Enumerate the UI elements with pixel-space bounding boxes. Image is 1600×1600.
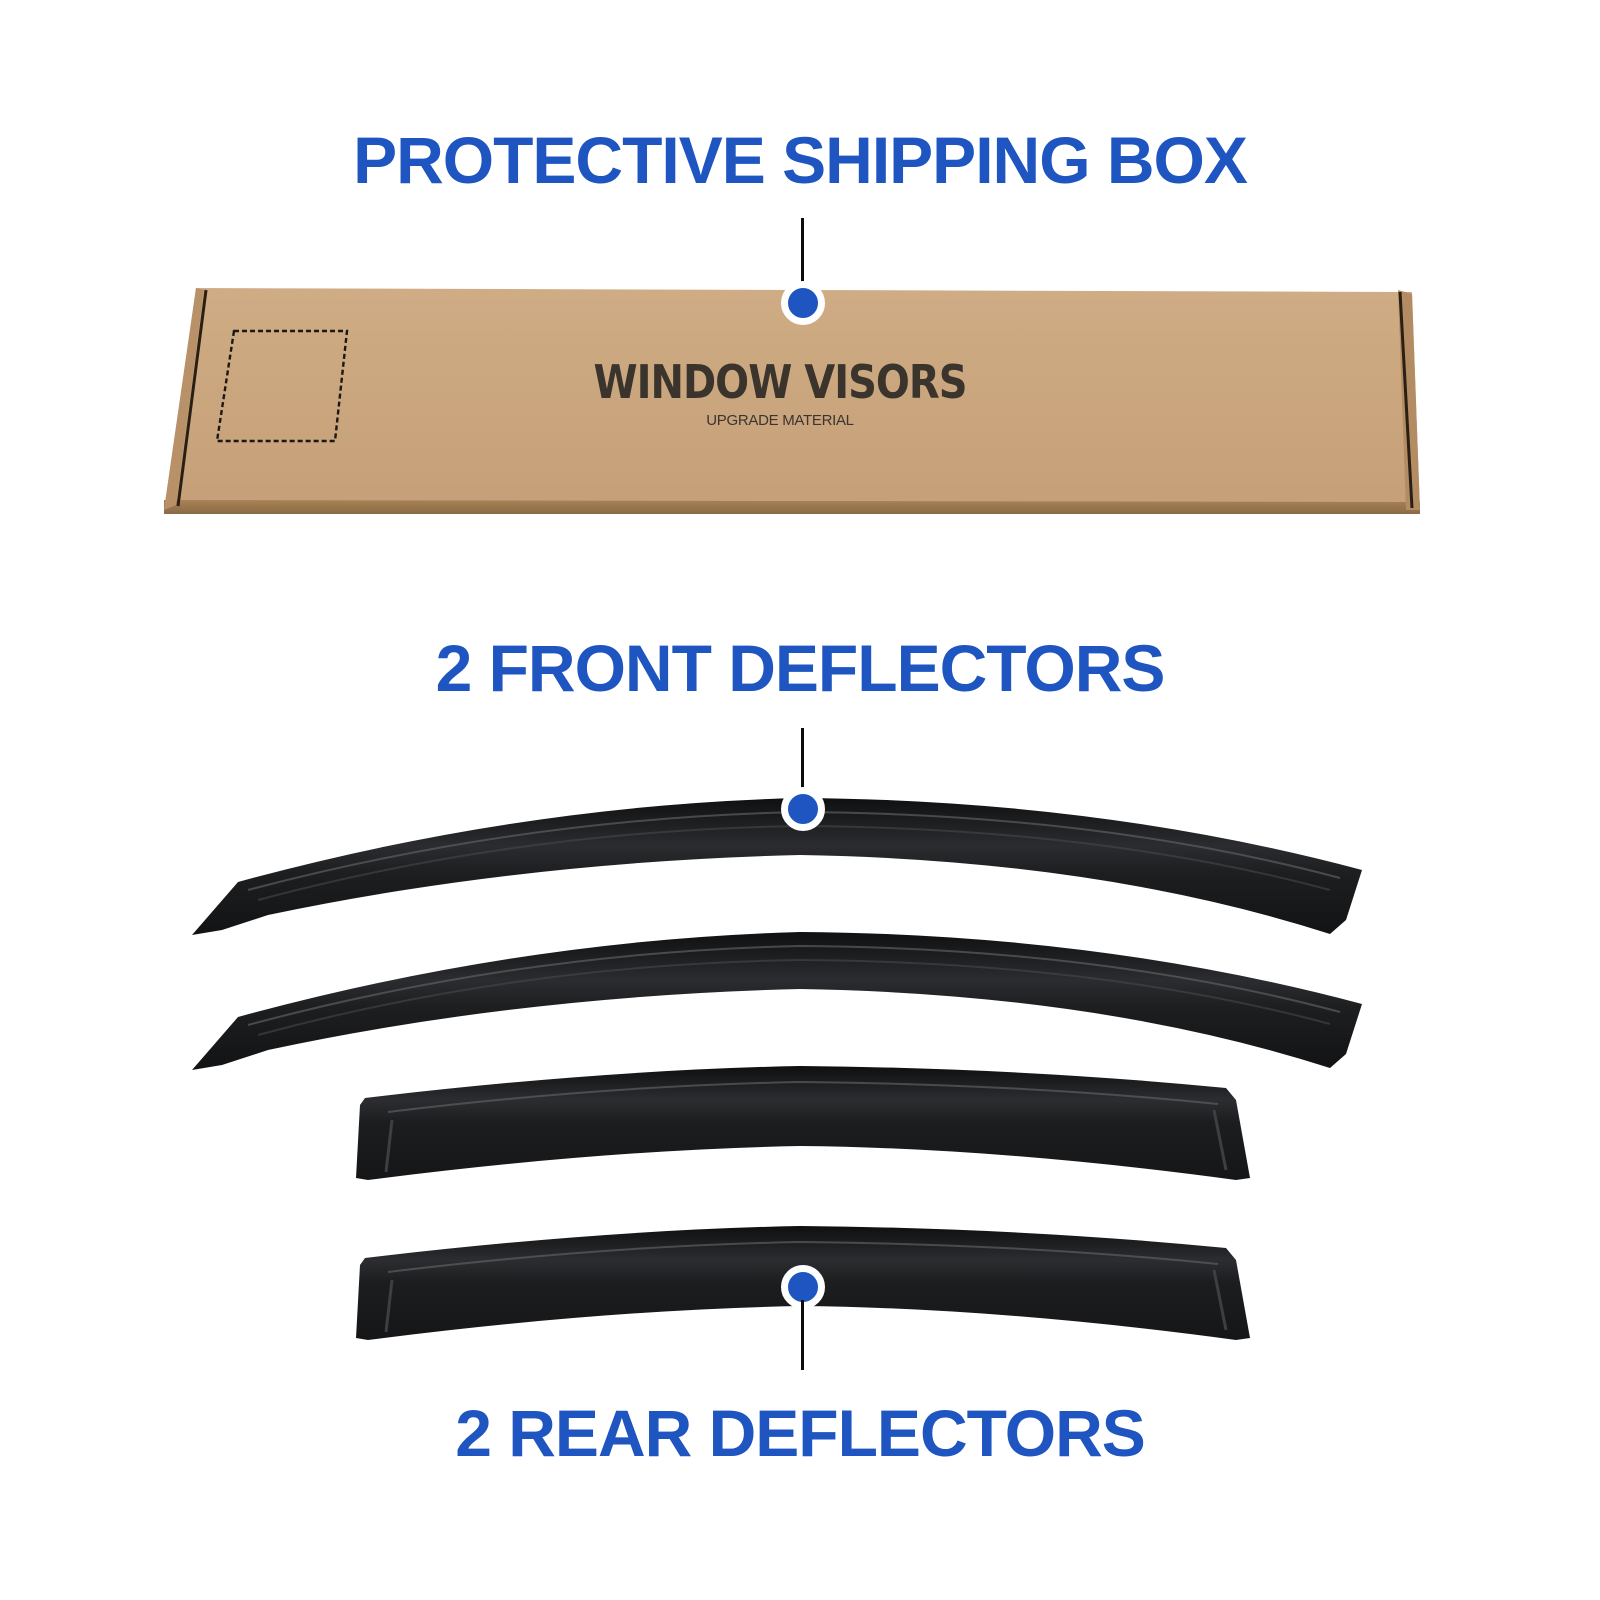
label-protective-shipping-box: PROTECTIVE SHIPPING BOX xyxy=(353,123,1248,197)
rear-deflector-1 xyxy=(356,1066,1250,1180)
callout-dot-front xyxy=(781,787,825,831)
callout-dot-box xyxy=(781,281,825,325)
box-brand-text: WINDOW VISORS xyxy=(593,356,968,410)
callout-dot-rear xyxy=(781,1265,825,1309)
front-deflector-2 xyxy=(192,932,1362,1070)
shipping-box xyxy=(164,288,1420,514)
label-rear-deflectors: 2 REAR DEFLECTORS xyxy=(455,1396,1146,1470)
label-front-deflectors: 2 FRONT DEFLECTORS xyxy=(435,631,1166,705)
box-subtitle-text: UPGRADE MATERIAL xyxy=(706,412,854,429)
connector-line-box xyxy=(801,218,804,288)
front-deflector-1 xyxy=(192,798,1362,935)
connector-line-rear xyxy=(801,1300,804,1370)
connector-line-front xyxy=(801,728,804,794)
